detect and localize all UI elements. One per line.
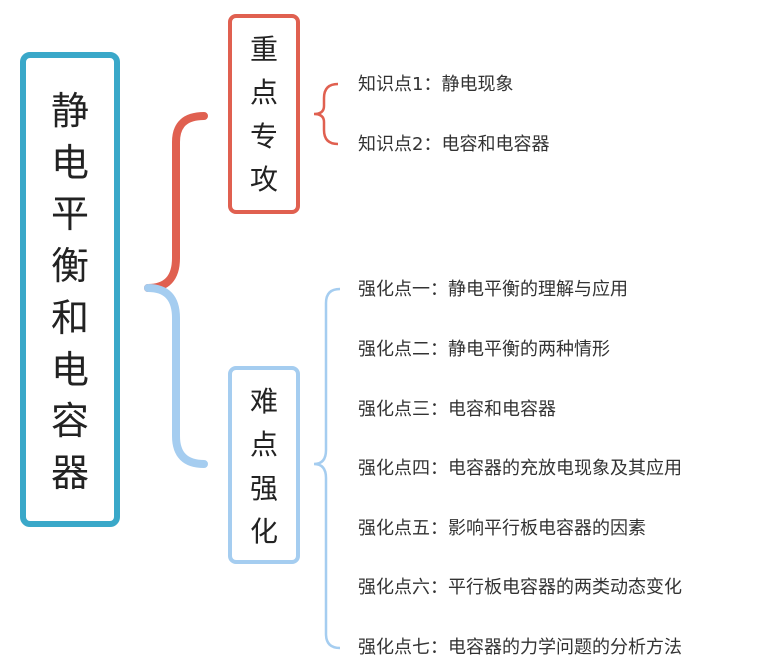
branch-focus-title: 重 点 专 攻: [232, 36, 296, 194]
leaf-strengthen-point-3: 强化点三：电容和电容器: [358, 399, 556, 420]
root-char: 器: [50, 450, 89, 495]
leaf-strengthen-point-2: 强化点二：静电平衡的两种情形: [358, 339, 610, 360]
focus-items-brace: [313, 82, 339, 146]
branch-char: 点: [249, 428, 278, 462]
root-to-strengthen-connector: [144, 284, 208, 468]
root-char: 电: [50, 347, 89, 392]
root-char: 电: [50, 140, 89, 185]
branch-focus-node: 重 点 专 攻: [228, 14, 300, 214]
branch-char: 强: [249, 471, 278, 505]
leaf-knowledge-point-1: 知识点1：静电现象: [358, 74, 514, 95]
leaf-strengthen-point-1: 强化点一：静电平衡的理解与应用: [358, 279, 628, 300]
branch-strengthen-node: 难 点 强 化: [228, 366, 300, 564]
root-char: 衡: [50, 244, 89, 289]
leaf-strengthen-point-6: 强化点六：平行板电容器的两类动态变化: [358, 577, 682, 598]
branch-char: 重: [249, 33, 278, 66]
leaf-strengthen-point-7: 强化点七：电容器的力学问题的分析方法: [358, 637, 682, 658]
branch-char: 点: [249, 76, 278, 110]
root-char: 平: [50, 192, 89, 237]
root-char: 静: [50, 89, 89, 133]
branch-char: 攻: [249, 162, 278, 196]
root-char: 和: [50, 295, 89, 340]
branch-char: 化: [249, 514, 278, 548]
strengthen-items-brace: [313, 287, 341, 650]
branch-char: 难: [249, 385, 278, 418]
branch-char: 专: [249, 119, 278, 153]
leaf-knowledge-point-2: 知识点2：电容和电容器: [358, 134, 550, 155]
root-char: 容: [50, 399, 89, 444]
leaf-strengthen-point-4: 强化点四：电容器的充放电现象及其应用: [358, 458, 682, 479]
leaf-strengthen-point-5: 强化点五：影响平行板电容器的因素: [358, 518, 646, 539]
root-node: 静 电 平 衡 和 电 容 器: [20, 52, 120, 527]
root-title: 静 电 平 衡 和 电 容 器: [26, 92, 114, 492]
root-to-focus-connector: [144, 112, 208, 292]
branch-strengthen-title: 难 点 强 化: [232, 388, 296, 546]
